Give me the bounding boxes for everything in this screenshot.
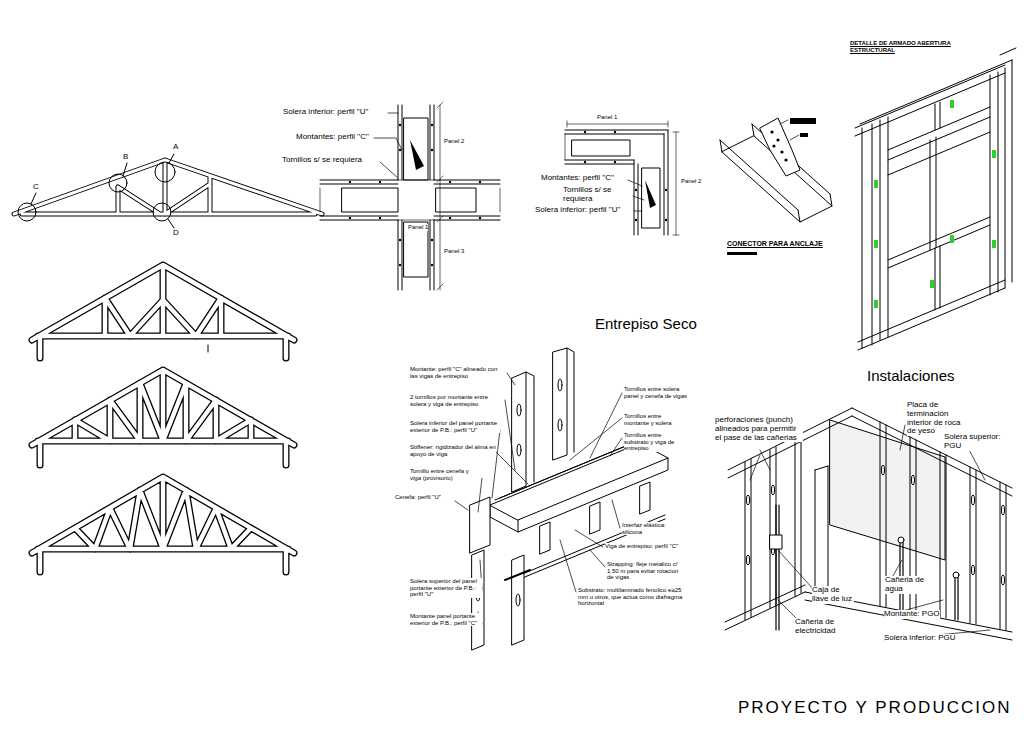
part-label: Solera superior: PGU bbox=[944, 433, 1018, 451]
part-label: Substrato: multilaminado fenolico e≥25 m… bbox=[578, 587, 688, 607]
part-label: Montantes: perfil "C" bbox=[296, 133, 369, 142]
detail-title: DETALLE DE ARMADO ABERTURA ESTRUCTURAL bbox=[850, 40, 962, 53]
roof-truss bbox=[14, 154, 322, 572]
part-label: Solera inferior: perfil "U" bbox=[535, 206, 620, 215]
part-label: Montante panel portante exterior de P.B.… bbox=[410, 613, 482, 626]
part-label: Montante: perfil "C" alineado con las vi… bbox=[410, 366, 506, 379]
panel-label: Panel 1 bbox=[597, 114, 617, 121]
footer-title: PROYECTO Y PRODUCCION bbox=[738, 699, 1011, 718]
part-label: Cañeria de electricidad bbox=[795, 618, 850, 636]
part-label: Tornillos s/ se requiera bbox=[282, 156, 362, 165]
detail-title: CONECTOR PARA ANCLAJE bbox=[727, 240, 823, 248]
part-label: Tornillos entre solera panel y cenefa de… bbox=[624, 386, 688, 399]
part-label: Tornillos entre substrato y viga de entr… bbox=[624, 432, 686, 452]
part-label: Solera inferior del panel portante exter… bbox=[410, 420, 500, 433]
part-label: Solera inferior: perfil "U" bbox=[283, 108, 368, 117]
part-label: Cañeria de agua bbox=[885, 576, 927, 594]
anchor-connector bbox=[720, 118, 832, 255]
part-label: Tornillo entre cenefa y viga (provisorio… bbox=[410, 468, 480, 481]
part-label: perforaciones (punch) alineados para per… bbox=[715, 416, 803, 442]
part-label: Tornillos entre montante y solera bbox=[624, 413, 680, 426]
part-label: Solera superior del panel portante exter… bbox=[410, 578, 482, 598]
panel-label: Panel 1 bbox=[408, 224, 428, 231]
panel-label: Panel 3 bbox=[444, 248, 464, 255]
panel-joint-detail bbox=[320, 102, 500, 290]
part-label: Montantes: perfil "C" bbox=[541, 174, 614, 183]
callout-letter: B bbox=[123, 153, 128, 162]
part-label: Stiffener: rigidizador del alma en apoyo… bbox=[410, 444, 496, 457]
part-label: Strapping: fleje metalico c/ 1.50 m para… bbox=[607, 561, 683, 581]
callout-letter: D bbox=[173, 229, 179, 238]
panel-label: Panel 2 bbox=[681, 178, 701, 185]
part-label: 2 tornillos por montante entre solera y … bbox=[410, 394, 504, 407]
part-label: Placa de terminación interior de roca de… bbox=[907, 401, 969, 436]
part-label: Montante: PGO bbox=[884, 610, 940, 619]
part-label: Solera inferior: PGU bbox=[884, 634, 960, 643]
opening-frame bbox=[855, 48, 1016, 350]
part-label: Caja de llave de luz bbox=[812, 586, 854, 604]
callout-letter: C bbox=[33, 183, 39, 192]
section-title: Entrepiso Seco bbox=[595, 316, 697, 333]
part-label: Interfaz elástica: silicona bbox=[622, 522, 684, 535]
callout-letter: A bbox=[173, 143, 178, 152]
part-label: Tornillos s/ se requiera bbox=[563, 186, 629, 204]
part-label: Cenefa: perfil "U" bbox=[395, 494, 441, 501]
part-label: Viga de entrepiso: perfil "C" bbox=[605, 543, 678, 550]
section-title: Instalaciones bbox=[867, 368, 955, 385]
panel-label: Panel 2 bbox=[444, 138, 464, 145]
